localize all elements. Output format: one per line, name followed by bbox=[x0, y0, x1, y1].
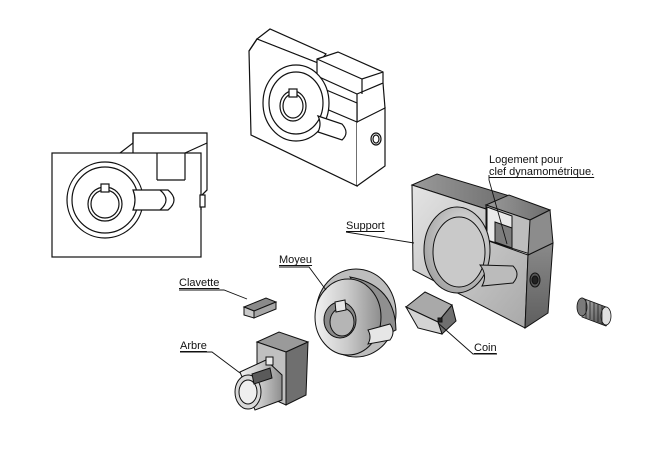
label-logement-line2: clef dynamométrique. bbox=[489, 166, 595, 178]
arbre-part bbox=[234, 331, 310, 411]
leader-arbre bbox=[180, 351, 241, 374]
label-coin: Coin bbox=[474, 342, 497, 354]
leader-coin bbox=[437, 322, 497, 355]
set-screw-part bbox=[576, 297, 612, 327]
leader-clavette bbox=[179, 289, 248, 300]
leader-lines bbox=[179, 175, 508, 374]
leader-support bbox=[345, 231, 415, 244]
iso-assembly-view bbox=[248, 28, 386, 187]
moyeu-part bbox=[314, 268, 397, 358]
label-clavette: Clavette bbox=[179, 277, 220, 289]
coin-part bbox=[404, 291, 457, 335]
support-part bbox=[410, 173, 554, 329]
clavette-part bbox=[242, 297, 278, 319]
leader-logement bbox=[488, 175, 508, 245]
front-view bbox=[51, 132, 208, 258]
label-support: Support bbox=[346, 220, 385, 232]
label-arbre: Arbre bbox=[180, 340, 207, 352]
label-moyeu: Moyeu bbox=[279, 254, 313, 266]
label-logement-line1: Logement pour bbox=[489, 154, 563, 166]
leader-moyeu bbox=[279, 266, 327, 291]
